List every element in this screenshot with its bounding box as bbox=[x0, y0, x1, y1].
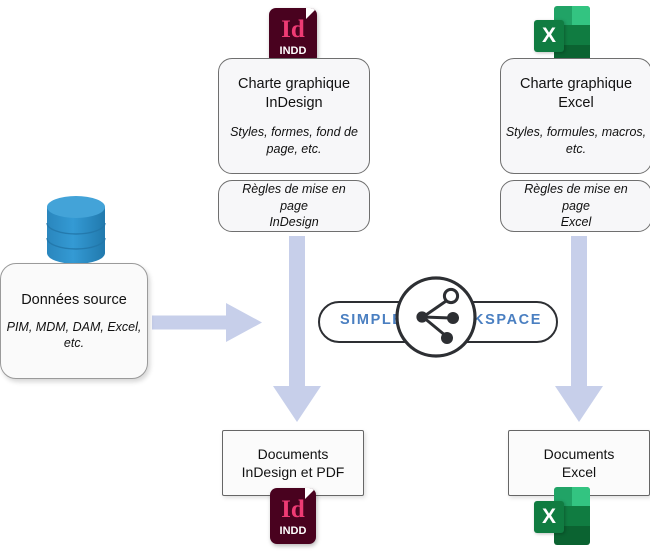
rules-line2-indesign: InDesign bbox=[269, 215, 319, 230]
database-cylinder-icon bbox=[46, 196, 106, 264]
share-network-icon bbox=[395, 276, 477, 358]
arrow-indesign-charter-to-output bbox=[273, 236, 321, 422]
rules-card-excel: Règles de mise en page Excel bbox=[500, 180, 650, 232]
source-title: Données source bbox=[21, 291, 127, 308]
charter-title-line1-indesign: Charte graphique bbox=[237, 76, 351, 93]
output-card-excel: Documents Excel bbox=[508, 430, 650, 496]
charter-card-indesign: Charte graphique InDesign Styles, formes… bbox=[218, 58, 370, 174]
charter-title-line2-indesign: InDesign bbox=[265, 94, 323, 111]
rules-line2-excel: Excel bbox=[560, 215, 592, 230]
output-line1-excel: Documents bbox=[543, 445, 615, 462]
indesign-indd-label: INDD bbox=[279, 45, 307, 57]
rules-line1-indesign: Règles de mise en page bbox=[242, 182, 346, 213]
logo-word-simple: SIMPLE bbox=[340, 312, 404, 328]
output-line2-indesign: InDesign et PDF bbox=[241, 464, 345, 480]
charter-card-excel: Charte graphique Excel Styles, formules,… bbox=[500, 58, 650, 174]
charter-title-line1-excel: Charte graphique bbox=[519, 76, 633, 93]
adobe-indesign-file-icon-top: Id INDD bbox=[269, 8, 317, 64]
source-subtitle: PIM, MDM, DAM, Excel, etc. bbox=[6, 319, 142, 350]
microsoft-excel-icon-bottom: X bbox=[534, 487, 590, 545]
output-card-indesign: Documents InDesign et PDF bbox=[222, 430, 364, 496]
output-line1-indesign: Documents bbox=[257, 445, 329, 462]
simple-workspace-logo: SIMPLE WORKSPACE bbox=[318, 276, 558, 358]
source-data-card: Données source PIM, MDM, DAM, Excel, etc… bbox=[0, 263, 148, 379]
charter-subtitle-indesign: Styles, formes, fond de page, etc. bbox=[230, 125, 358, 156]
microsoft-excel-icon-top: X bbox=[534, 6, 590, 64]
excel-x-mark-bottom: X bbox=[534, 501, 564, 533]
arrow-excel-charter-to-output bbox=[555, 236, 603, 422]
indesign-id-mark: Id bbox=[281, 16, 305, 43]
output-line2-excel: Excel bbox=[561, 464, 597, 480]
adobe-indesign-file-icon-bottom: Id INDD bbox=[270, 488, 316, 544]
indesign-indd-label-bottom: INDD bbox=[279, 525, 307, 537]
excel-x-mark: X bbox=[534, 20, 564, 52]
charter-subtitle-excel: Styles, formules, macros, etc. bbox=[505, 125, 647, 156]
arrow-source-to-workspace bbox=[152, 303, 262, 342]
indesign-id-mark-bottom: Id bbox=[281, 496, 305, 523]
rules-card-indesign: Règles de mise en page InDesign bbox=[218, 180, 370, 232]
charter-title-line2-excel: Excel bbox=[558, 94, 594, 111]
rules-line1-excel: Règles de mise en page bbox=[524, 182, 628, 213]
